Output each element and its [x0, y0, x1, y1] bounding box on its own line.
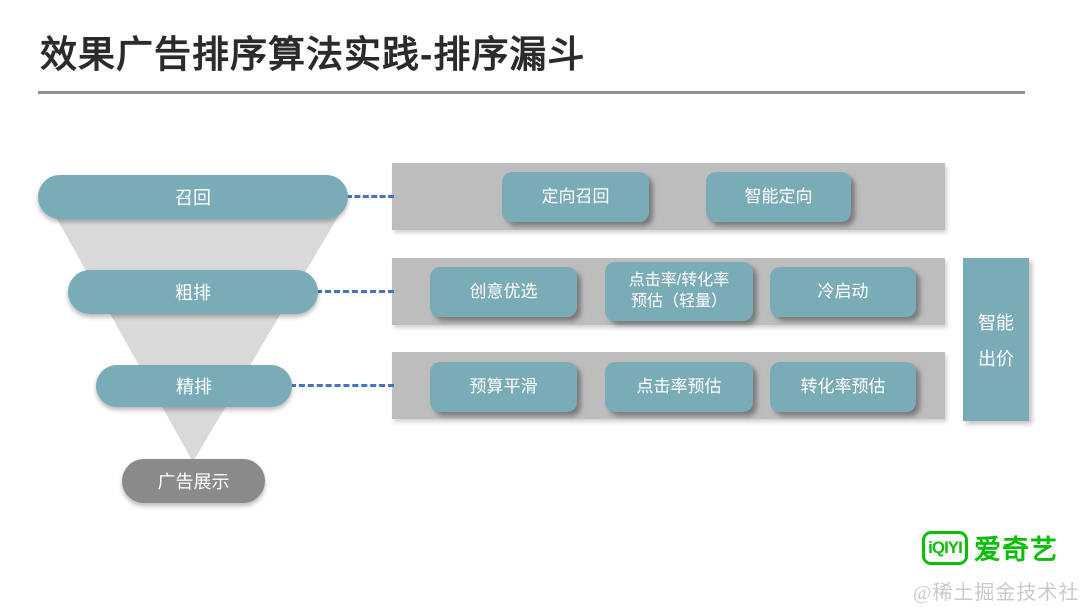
connector-fine-rank-line — [290, 384, 394, 387]
band-recall-row — [392, 163, 945, 230]
smart-bidding-box: 智能 出价 — [963, 258, 1029, 421]
title-divider — [38, 91, 1025, 94]
module-creative-selection: 创意优选 — [430, 267, 577, 317]
module-label: 定向召回 — [541, 186, 610, 206]
module-targeted-recall: 定向召回 — [502, 172, 649, 222]
module-ctr-cvr-light-estimation: 点击率/转化率 预估（轻量） — [605, 262, 753, 321]
watermark-text: @稀土掘金技术社区 — [913, 582, 1080, 604]
smart-bidding-line2: 出价 — [978, 348, 1014, 369]
smart-bidding-line1: 智能 — [978, 312, 1014, 333]
module-ctr-estimation: 点击率预估 — [605, 362, 753, 412]
module-label: 冷启动 — [817, 281, 869, 301]
module-label: 智能定向 — [744, 186, 813, 206]
module-label: 预算平滑 — [469, 376, 538, 396]
module-label: 转化率预估 — [800, 376, 886, 396]
page-title: 效果广告排序算法实践-排序漏斗 — [40, 34, 586, 75]
connector-recall-line — [346, 195, 394, 198]
funnel-stage-coarse-rank: 粗排 — [68, 270, 318, 314]
module-cold-start: 冷启动 — [770, 267, 916, 317]
module-label-line2: 预估（轻量） — [630, 292, 727, 310]
funnel-stage-fine-rank: 精排 — [96, 365, 292, 407]
module-label: 点击率预估 — [636, 376, 722, 396]
module-budget-smoothing: 预算平滑 — [430, 362, 577, 412]
iqiyi-logo: iQIYI 爱奇艺 — [922, 528, 1058, 567]
module-label-line1: 点击率/转化率 — [628, 271, 730, 289]
module-smart-targeting: 智能定向 — [706, 172, 851, 222]
funnel-stage-recall: 召回 — [38, 175, 348, 219]
funnel-shape — [52, 210, 342, 462]
connector-coarse-rank-line — [316, 290, 394, 293]
module-cvr-estimation: 转化率预估 — [770, 362, 916, 412]
module-label: 创意优选 — [469, 281, 538, 301]
iqiyi-brand-name: 爱奇艺 — [974, 535, 1058, 565]
iqiyi-logo-icon: iQIYI — [922, 530, 968, 565]
funnel-output-ad-display: 广告展示 — [122, 459, 265, 503]
